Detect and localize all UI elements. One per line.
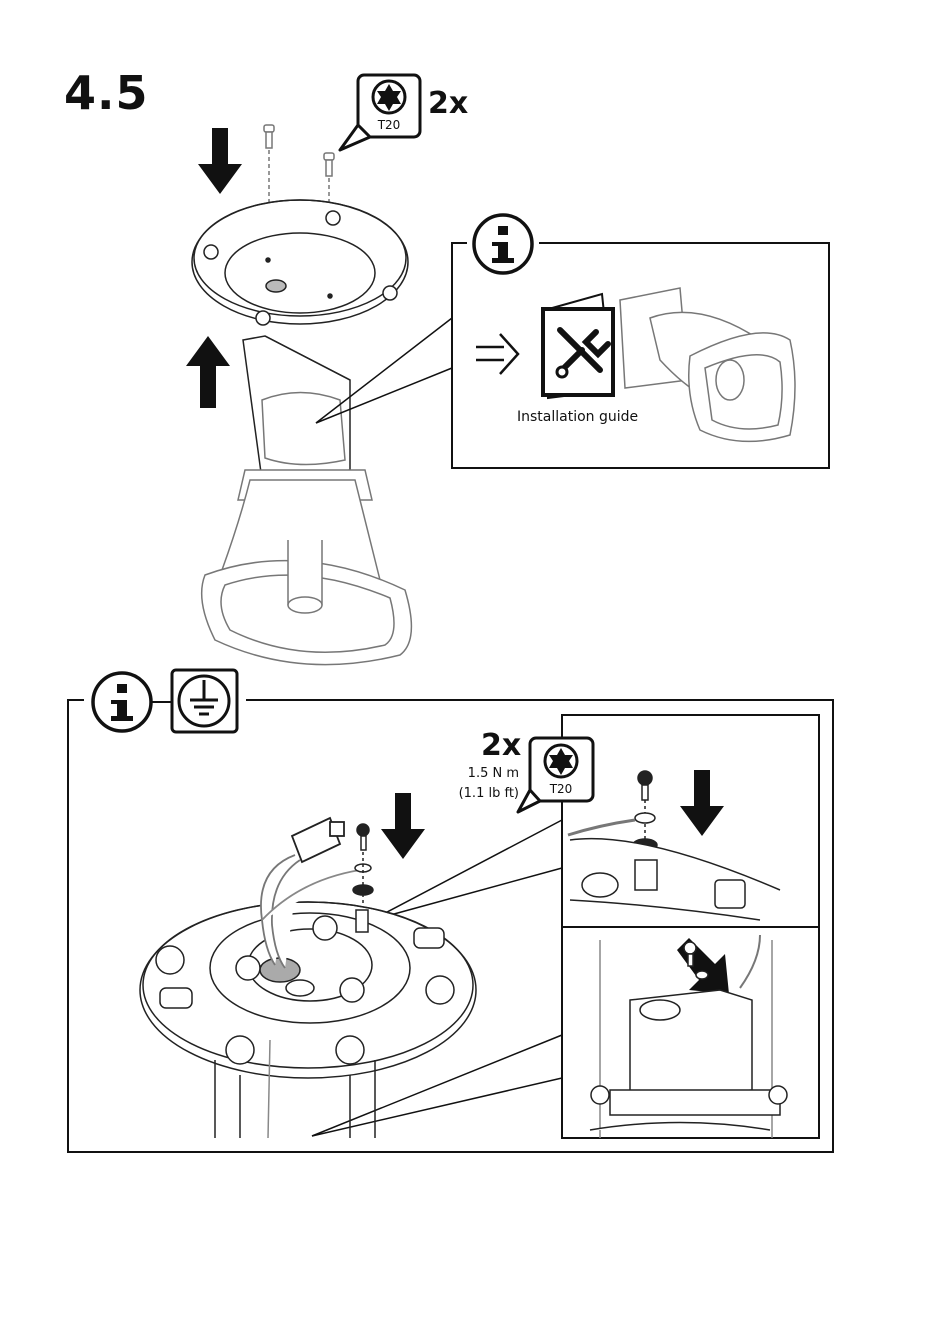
torx-label-bottom: T20	[546, 782, 576, 796]
up-arrow-icon	[186, 336, 230, 408]
torx-badge-bottom	[518, 738, 593, 812]
manual-label: Installation guide	[517, 409, 638, 425]
torque-lbft: (1.1 lb ft)	[445, 786, 519, 801]
manual-tools-icon	[541, 294, 615, 398]
mounting-plate	[192, 200, 408, 325]
torque-nm: 1.5 N m	[463, 766, 519, 781]
screw-count-bottom: 2x	[481, 728, 521, 763]
ground-icon	[172, 670, 237, 732]
speaker-top	[202, 336, 412, 665]
down-arrow-icon	[198, 128, 242, 194]
torx-label-top: T20	[374, 118, 404, 132]
info-icon-bottom	[93, 673, 151, 731]
screw-count-top: 2x	[428, 86, 468, 121]
info-icon	[474, 215, 532, 273]
torx-icon	[373, 81, 405, 113]
step-number: 4.5	[64, 66, 149, 120]
